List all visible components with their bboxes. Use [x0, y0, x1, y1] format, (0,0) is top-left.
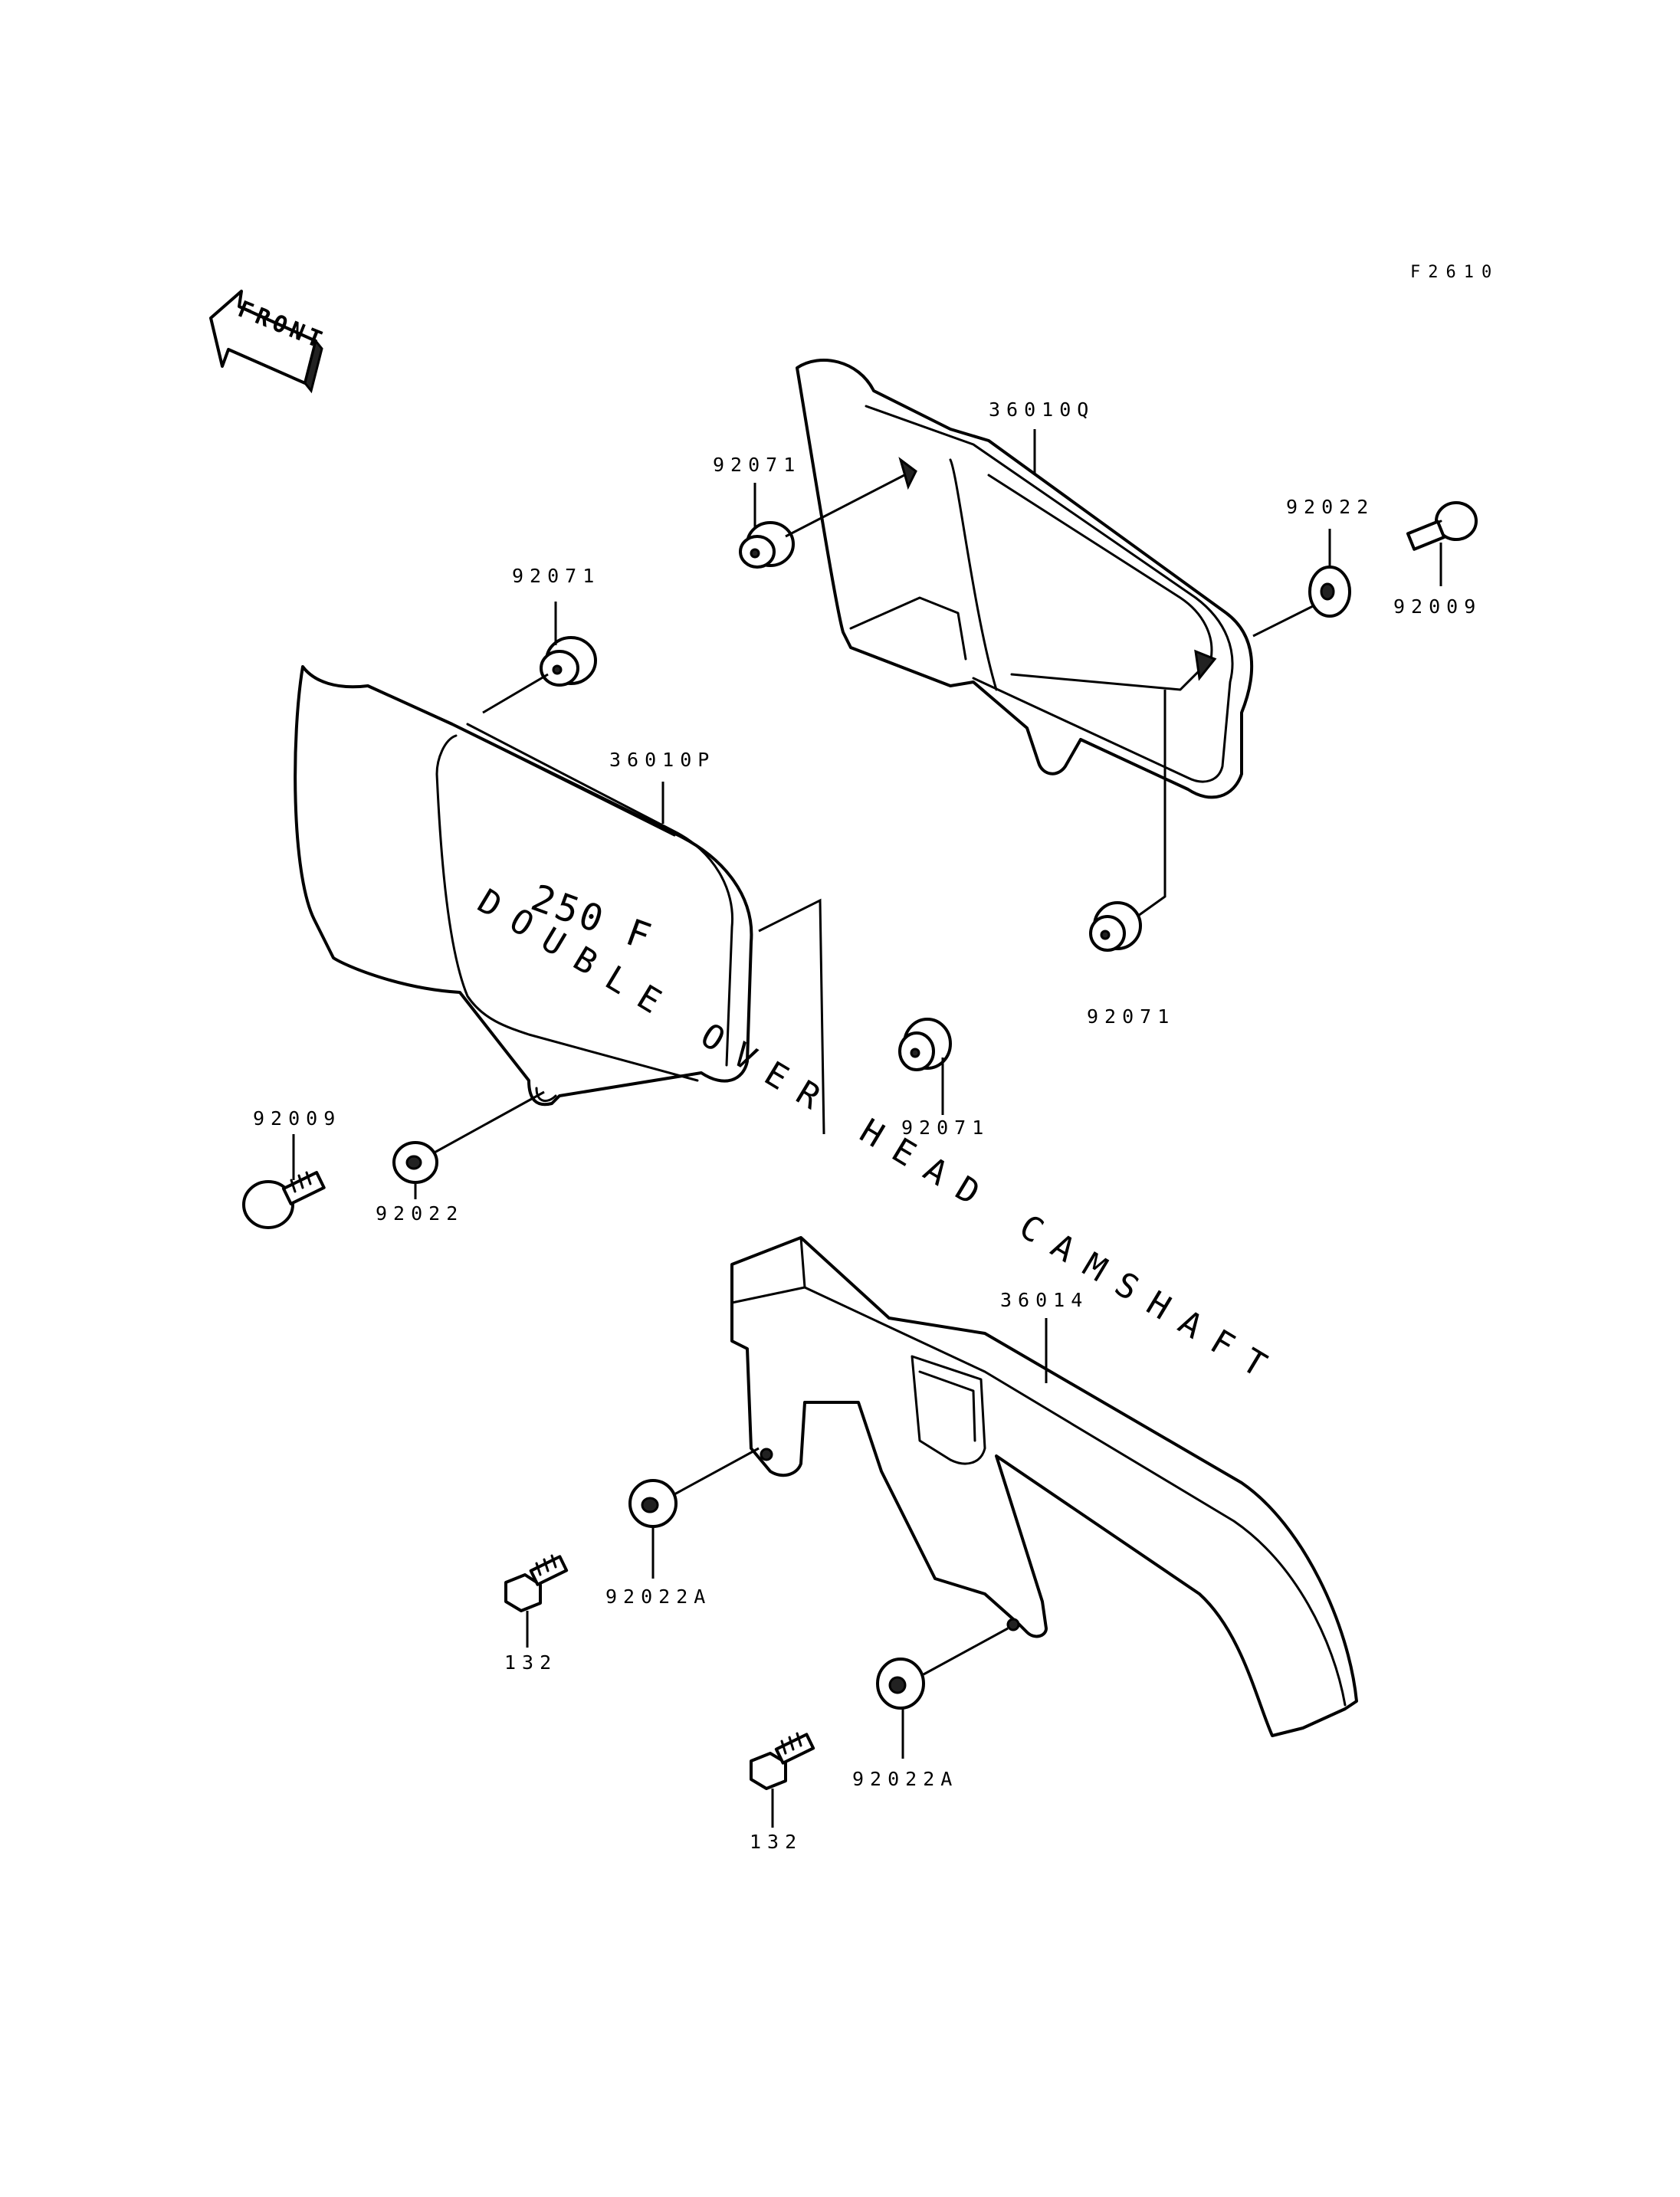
- figure-code: F2610: [1410, 263, 1499, 282]
- label-92071-center: 92071: [901, 1117, 989, 1139]
- label-92022-top: 92022: [1286, 496, 1374, 518]
- label-92071-top: 92071: [713, 454, 801, 476]
- left-side-cover: [294, 665, 753, 1107]
- washer-left-icon: [392, 1141, 438, 1184]
- label-132-upper: 132: [504, 1651, 557, 1674]
- chain-guard: [730, 1236, 1358, 1737]
- grommet-left-icon: [540, 636, 597, 687]
- label-36010q: 36010Q: [989, 398, 1094, 421]
- bolt-top-right-icon: [1406, 501, 1478, 551]
- washer-top-right-icon: [1308, 566, 1351, 618]
- label-92022-left: 92022: [376, 1202, 464, 1225]
- label-92022a-upper: 92022A: [605, 1585, 711, 1608]
- label-36010p: 36010P: [609, 749, 715, 771]
- grommet-center-icon: [898, 1018, 952, 1071]
- front-arrow-icon: FRONT: [209, 290, 330, 394]
- bolt-132-upper-icon: [504, 1554, 569, 1612]
- label-92071-right: 92071: [1087, 1005, 1175, 1028]
- label-36014: 36014: [1000, 1289, 1088, 1311]
- grommet-right-icon: [1089, 901, 1142, 952]
- bolt-left-icon: [242, 1171, 326, 1229]
- bolt-132-lower-icon: [750, 1732, 815, 1790]
- collar-upper-icon: [628, 1479, 678, 1528]
- label-92022a-lower: 92022A: [852, 1768, 958, 1790]
- label-92009-left: 92009: [253, 1107, 341, 1130]
- label-92071-left: 92071: [512, 565, 600, 587]
- grommet-top-icon: [739, 521, 795, 569]
- collar-lower-icon: [876, 1658, 925, 1710]
- right-side-cover: [796, 359, 1254, 799]
- label-132-lower: 132: [750, 1831, 802, 1853]
- label-92009-top: 92009: [1393, 595, 1481, 618]
